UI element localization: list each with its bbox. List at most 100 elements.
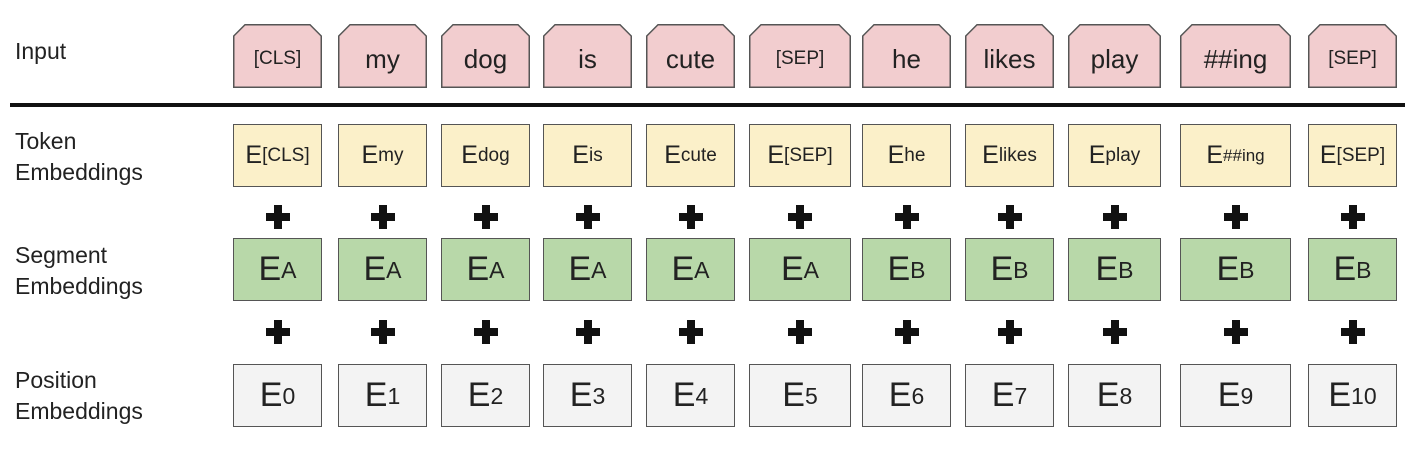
segment-embedding-symbol: E <box>363 250 387 288</box>
segment-embedding-symbol: E <box>780 250 804 288</box>
segment-embedding-symbol: E <box>1095 250 1119 288</box>
input-token: play <box>1068 24 1161 88</box>
segment-label-line-2: Embeddings <box>15 273 143 299</box>
input-token: likes <box>965 24 1054 88</box>
input-token: [CLS] <box>233 24 322 88</box>
input-token-text: is <box>578 43 597 74</box>
input-token-text: [SEP] <box>775 48 825 69</box>
token-embedding-symbol: E <box>1319 141 1337 169</box>
plus-icon <box>895 320 919 344</box>
position-embedding-symbol: E <box>569 376 593 414</box>
segment-embeddings-label: Segment Embeddings <box>15 240 143 302</box>
header-divider <box>10 103 1405 107</box>
input-token: he <box>862 24 951 88</box>
input-token-shape <box>1308 24 1397 88</box>
input-token-shape <box>1068 24 1161 88</box>
input-token-text: likes <box>983 43 1036 74</box>
input-token-text: dog <box>463 43 508 74</box>
position-label-line-1: Position <box>15 367 97 393</box>
token-embedding-symbol: E <box>1088 141 1106 169</box>
token-embedding-symbol: E <box>572 141 589 169</box>
token-label-line-2: Embeddings <box>15 159 143 185</box>
position-embedding-symbol: E <box>364 376 388 414</box>
token-embedding: E##ing <box>1180 124 1291 187</box>
plus-icon <box>679 320 703 344</box>
input-token-shape <box>965 24 1054 88</box>
plus-icon <box>1224 205 1248 229</box>
input-token-text: play <box>1090 43 1139 74</box>
plus-icon <box>679 205 703 229</box>
token-embedding-symbol: E <box>1206 141 1224 169</box>
position-embedding-symbol: E <box>259 376 283 414</box>
position-embedding-symbol: E <box>467 376 491 414</box>
input-token-shape <box>749 24 851 88</box>
segment-embedding-symbol: E <box>990 250 1014 288</box>
segment-embedding-symbol: E <box>258 250 282 288</box>
token-embedding: E[CLS] <box>233 124 322 187</box>
plus-icon <box>1341 320 1365 344</box>
plus-icon <box>998 205 1022 229</box>
token-embedding-symbol: E <box>245 141 263 169</box>
segment-embedding-symbol: E <box>887 250 911 288</box>
plus-icon <box>266 320 290 344</box>
input-token-shape <box>441 24 530 88</box>
input-token: ##ing <box>1180 24 1291 88</box>
input-token-text: my <box>365 43 400 74</box>
position-embedding-symbol: E <box>1328 376 1352 414</box>
plus-icon <box>266 205 290 229</box>
token-embeddings-label: Token Embeddings <box>15 126 143 188</box>
input-token-text: ##ing <box>1203 43 1268 74</box>
token-embedding-symbol: E <box>664 141 681 169</box>
token-embedding: E[SEP] <box>1308 124 1397 187</box>
plus-icon <box>1103 320 1127 344</box>
segment-embedding-symbol: E <box>1216 250 1240 288</box>
plus-icon <box>895 205 919 229</box>
plus-icon <box>788 205 812 229</box>
plus-icon <box>998 320 1022 344</box>
position-embedding-symbol: E <box>1096 376 1120 414</box>
input-token-shape <box>646 24 735 88</box>
token-embedding-symbol: E <box>982 141 999 169</box>
token-embedding-symbol: E <box>767 141 785 169</box>
plus-icon <box>1103 205 1127 229</box>
position-embedding-symbol: E <box>888 376 912 414</box>
plus-icon <box>474 320 498 344</box>
plus-icon <box>1341 205 1365 229</box>
input-token-text: [SEP] <box>1328 48 1377 69</box>
segment-embedding-symbol: E <box>671 250 695 288</box>
plus-icon <box>576 320 600 344</box>
segment-embedding-symbol: E <box>568 250 592 288</box>
input-token: [SEP] <box>749 24 851 88</box>
position-embedding-symbol: E <box>1217 376 1241 414</box>
position-embedding-symbol: E <box>991 376 1015 414</box>
position-embedding-symbol: E <box>672 376 696 414</box>
input-token-shape <box>543 24 632 88</box>
input-token: cute <box>646 24 735 88</box>
segment-embedding-symbol: E <box>466 250 490 288</box>
input-token: [SEP] <box>1308 24 1397 88</box>
